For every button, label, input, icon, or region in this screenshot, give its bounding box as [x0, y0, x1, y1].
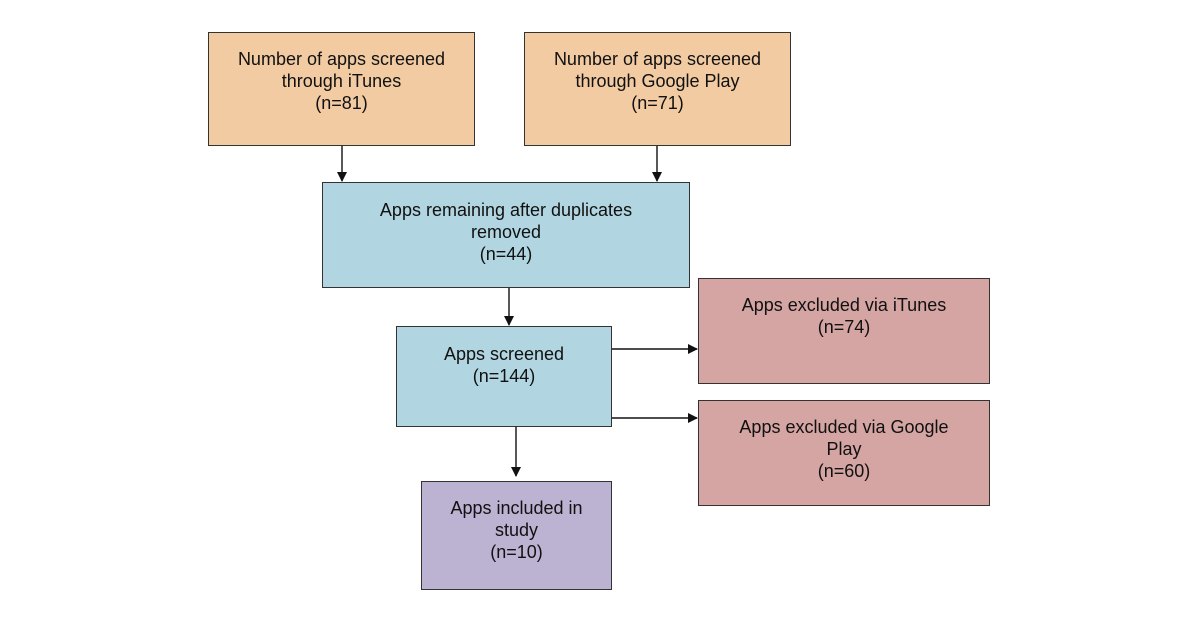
apps-screened-line1: Apps screened [443, 344, 565, 364]
itunes-screened-line1: Number of apps screened [237, 49, 446, 69]
duplicates-removed-count: (n=44) [479, 244, 533, 264]
duplicates-removed-line2: removed [470, 222, 542, 242]
itunes-screened-line2: through iTunes [281, 71, 402, 91]
google-play-screened-line2: through Google Play [575, 71, 740, 91]
duplicates-removed-box: Apps remaining after duplicates removed … [322, 182, 690, 288]
duplicates-removed-line1: Apps remaining after duplicates [379, 200, 633, 220]
excluded-itunes-line1: Apps excluded via iTunes [741, 295, 947, 315]
itunes-screened-box: Number of apps screened through iTunes (… [208, 32, 475, 146]
included-in-study-line2: study [494, 520, 539, 540]
itunes-screened-count: (n=81) [315, 93, 368, 113]
excluded-google-play-box: Apps excluded via Google Play (n=60) [698, 400, 990, 506]
google-play-screened-box: Number of apps screened through Google P… [524, 32, 791, 146]
excluded-google-play-count: (n=60) [817, 461, 871, 481]
apps-screened-box: Apps screened (n=144) [396, 326, 612, 427]
apps-screened-count: (n=144) [472, 366, 536, 386]
google-play-screened-count: (n=71) [631, 93, 684, 113]
included-in-study-box: Apps included in study (n=10) [421, 481, 612, 590]
excluded-google-play-line1: Apps excluded via Google [739, 417, 949, 437]
excluded-itunes-count: (n=74) [817, 317, 871, 337]
included-in-study-count: (n=10) [490, 542, 543, 562]
excluded-google-play-line2: Play [826, 439, 862, 459]
excluded-itunes-box: Apps excluded via iTunes (n=74) [698, 278, 990, 384]
google-play-screened-line1: Number of apps screened [553, 49, 762, 69]
included-in-study-line1: Apps included in [450, 498, 583, 518]
